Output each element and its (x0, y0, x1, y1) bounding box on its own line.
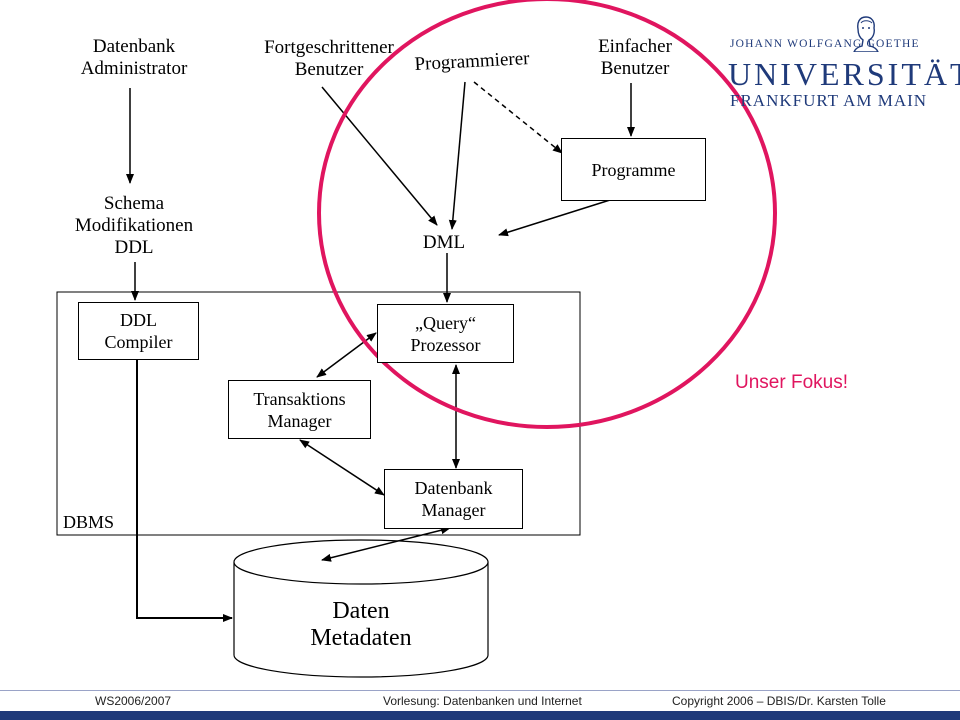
ddl-compiler-line2: Compiler (104, 332, 173, 352)
focus-label: Unser Fokus! (735, 372, 848, 393)
arrow-programmer-to-programme (473, 81, 563, 154)
database-manager-box: Datenbank Manager (384, 469, 523, 529)
database-manager-line2: Manager (421, 500, 486, 520)
logo-line3: FRANKFURT AM MAIN (730, 91, 928, 110)
arrow-programme-to-dml (498, 199, 611, 237)
query-processor-line1: „Query“ (415, 312, 476, 333)
logo-line2: UNIVERSITÄT (728, 56, 960, 92)
schema-label-line2: Modifikationen (74, 215, 194, 236)
actor-advanced-user-line1: Fortgeschrittener (264, 37, 394, 58)
footer-rule (0, 690, 960, 691)
arrow-programmer-to-dml (448, 81, 466, 230)
dml-label: DML (412, 232, 476, 254)
dbms-label-text: DBMS (63, 512, 115, 532)
transaction-manager-box: Transaktions Manager (228, 380, 371, 439)
query-processor-box: „Query“ Prozessor (377, 304, 514, 363)
actor-db-admin: Datenbank Administrator (74, 36, 194, 80)
university-logo: JOHANN WOLFGANG GOETHE UNIVERSITÄT FRANK… (728, 14, 960, 110)
database-manager-line1: Datenbank (414, 478, 493, 498)
schema-label-line1: Schema (103, 193, 165, 214)
dml-label-text: DML (422, 232, 466, 253)
goethe-portrait-icon (852, 14, 880, 53)
focus-circle (317, 0, 777, 429)
footer-semester: WS2006/2007 (95, 694, 172, 708)
arrow-query-transaction (316, 332, 377, 378)
ddl-compiler-line1: DDL (120, 310, 157, 330)
footer: WS2006/2007 Vorlesung: Datenbanken und I… (0, 690, 960, 720)
dbms-frame (56, 291, 581, 536)
transaction-manager-line2: Manager (267, 410, 332, 431)
query-processor-line2: Prozessor (410, 334, 481, 355)
actor-db-admin-line1: Datenbank (92, 36, 176, 57)
footer-course: Vorlesung: Datenbanken und Internet (383, 694, 582, 708)
logo-line1: JOHANN WOLFGANG GOETHE (730, 38, 920, 50)
actor-simple-user-line2: Benutzer (600, 58, 670, 79)
dbms-label: DBMS (63, 511, 123, 533)
arrow-transaction-database-manager (299, 439, 385, 496)
actor-db-admin-line2: Administrator (80, 58, 188, 79)
schema-label: Schema Modifikationen DDL (62, 193, 206, 259)
arrow-database-manager-storage (321, 526, 451, 562)
footer-bar (0, 711, 960, 720)
programme-box: Programme (561, 138, 706, 201)
arrow-ddl-compiler-to-storage (136, 360, 233, 622)
actor-advanced-user-line2: Benutzer (294, 59, 364, 80)
programme-box-line1: Programme (591, 159, 676, 180)
storage-label: Daten Metadaten (250, 598, 472, 652)
actor-advanced-user: Fortgeschrittener Benutzer (259, 37, 399, 81)
actor-simple-user-line1: Einfacher (598, 36, 672, 57)
schema-label-line3: DDL (114, 237, 154, 258)
transaction-manager-line1: Transaktions (253, 388, 346, 409)
arrow-advanced-user-to-dml (321, 86, 438, 226)
ddl-compiler-box: DDL Compiler (78, 302, 199, 360)
footer-copyright: Copyright 2006 – DBIS/Dr. Karsten Tolle (672, 694, 886, 708)
actor-simple-user: Einfacher Benutzer (585, 36, 685, 80)
storage-label-line1: Daten (332, 598, 390, 624)
storage-label-line2: Metadaten (310, 625, 412, 651)
